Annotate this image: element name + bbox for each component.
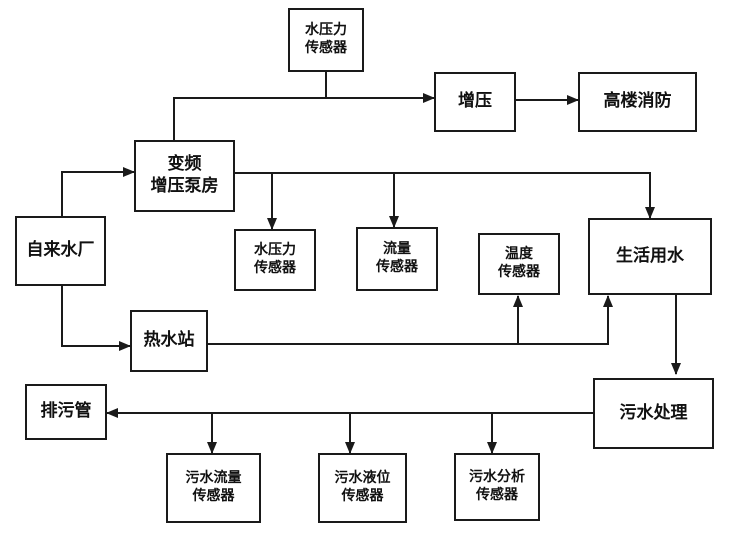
node-label: 增压 [458,91,492,112]
node-label-line-2: 传感器 [341,488,384,504]
arrow-heating-to-domestic [208,295,613,345]
node-pressure-sensor: 水压力 传感器 [234,229,316,291]
node-label-line-1: 污水分析 [469,469,525,486]
node-drain-pipe: 排污管 [25,384,107,440]
node-sewage-analysis-sensor: 污水分析 传感器 [454,453,540,521]
arrow-booster-to-pressurize [173,93,435,140]
arrow-waterworks-to-heating [61,285,131,351]
node-label-line-1: 水压力 [305,22,347,39]
node-heating-station: 热水站 [130,310,208,372]
node-label: 污水处理 [619,402,688,423]
node-booster-pump-room: 变频 增压泵房 [134,140,235,212]
node-label-line-2: 增压泵房 [150,176,219,196]
node-label-line-1: 流量 [383,241,411,258]
node-label-line-2: 传感器 [498,264,540,280]
node-top-pressure-sensor: 水压力 传感器 [288,8,364,72]
node-label-line-2: 传感器 [305,40,347,56]
node-label-line-1: 水压力 [254,242,296,259]
node-waterworks: 自来水厂 [15,216,106,286]
node-label-line-2: 传感器 [376,259,418,275]
node-label-line-1: 污水流量 [185,470,242,487]
node-flow-sensor: 流量 传感器 [356,227,438,291]
node-label-line-2: 传感器 [476,487,518,503]
node-label-line-1: 变频 [167,154,202,175]
node-sewage-level-sensor: 污水液位 传感器 [318,453,407,523]
node-label-line-2: 传感器 [192,488,235,504]
node-temperature-sensor: 温度 传感器 [478,233,560,295]
node-label-line-1: 污水液位 [334,470,391,487]
node-sewage-treatment: 污水处理 [593,378,714,449]
node-label: 排污管 [40,401,92,422]
node-label: 热水站 [143,330,195,351]
node-label: 生活用水 [616,245,684,266]
arrow-booster-to-domestic [235,172,655,219]
node-label: 高楼消防 [603,91,672,112]
node-domestic-water: 生活用水 [588,218,712,295]
node-sewage-flow-sensor: 污水流量 传感器 [166,453,261,523]
node-highrise-fire: 高楼消防 [578,72,697,132]
node-label: 自来水厂 [26,240,95,261]
arrow-waterworks-to-booster [61,167,135,216]
node-pressurize: 增压 [434,72,516,132]
node-label-line-1: 温度 [505,246,533,263]
node-label-line-2: 传感器 [254,260,296,276]
